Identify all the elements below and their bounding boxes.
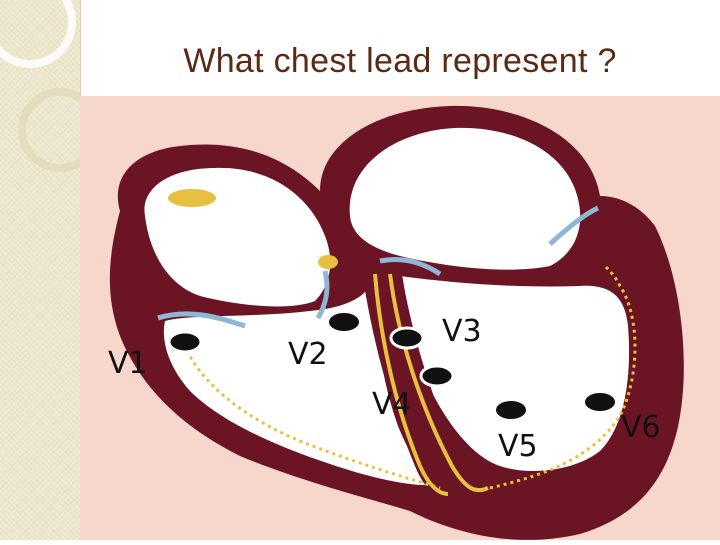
lead-v3: V3	[389, 314, 482, 350]
lv-conduction	[489, 264, 637, 490]
left-atrium	[349, 127, 581, 270]
v6-electrode	[585, 393, 615, 411]
v1-label: V1	[108, 346, 148, 381]
sa-node	[168, 189, 216, 207]
bundle-branch-right	[373, 273, 449, 496]
decorative-side-strip	[0, 0, 102, 540]
bundle-branch-left	[388, 273, 489, 493]
v4-electrode	[419, 364, 455, 388]
left-ventricle	[400, 276, 630, 471]
v2-label: V2	[288, 337, 328, 372]
tricuspid-valve-right	[315, 270, 330, 320]
lead-v1: V1	[108, 330, 203, 381]
lead-v2: V2	[288, 313, 359, 372]
v2-electrode	[329, 313, 359, 331]
v1-electrode	[167, 330, 203, 354]
slide-title: What chest lead represent ?	[183, 42, 617, 80]
tricuspid-valve-left	[157, 311, 246, 329]
lead-v5: V5	[496, 401, 538, 464]
mitral-valve-right	[548, 205, 600, 246]
v5-electrode	[496, 401, 526, 419]
lead-v6: V6	[585, 393, 661, 445]
v5-label: V5	[498, 429, 538, 464]
v3-label: V3	[442, 314, 482, 349]
v3-electrode	[389, 326, 425, 350]
rv-conduction	[178, 330, 441, 490]
av-node	[318, 255, 338, 269]
right-ventricle	[163, 286, 440, 486]
decorative-circles	[0, 0, 102, 172]
heart-svg: V1 V2 V3 V4 V5 V6	[108, 105, 684, 540]
mitral-valve-left	[379, 256, 442, 277]
v4-label: V4	[372, 387, 412, 422]
v6-label: V6	[621, 410, 661, 445]
heart-diagram: V1 V2 V3 V4 V5 V6	[80, 96, 720, 540]
lead-v4: V4	[372, 364, 455, 422]
